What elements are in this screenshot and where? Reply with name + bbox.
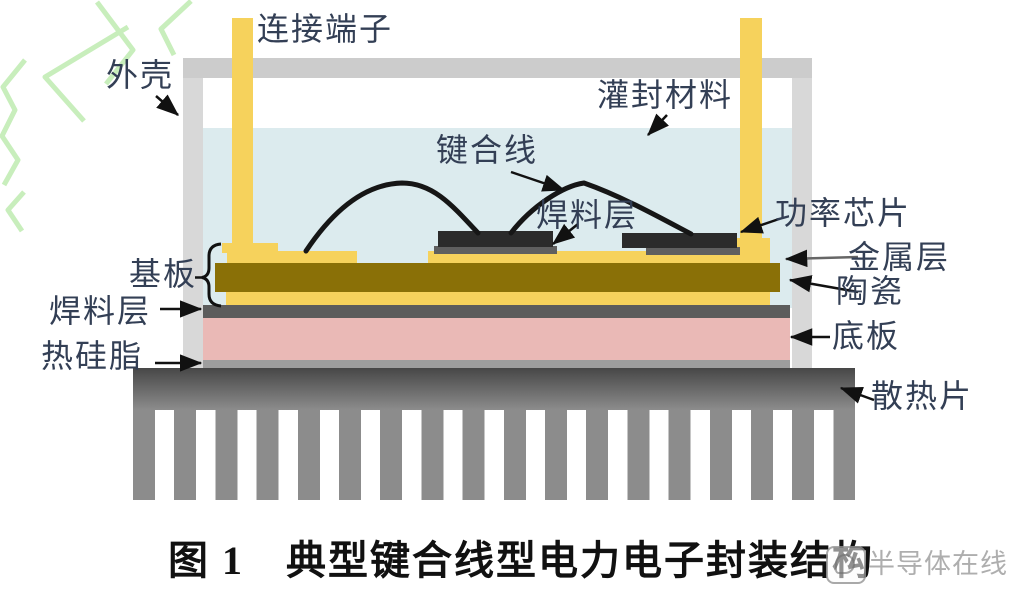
figure-number: 图 1 [168, 538, 244, 583]
label-potting: 灌封材料 [597, 77, 734, 113]
housing-top-wall [183, 58, 812, 78]
layer-ceramic [215, 263, 780, 292]
housing-right-wall [792, 78, 812, 368]
label-heatsink: 散热片 [871, 378, 974, 414]
green-watermark-pattern [0, 0, 193, 233]
housing-arrow [155, 94, 179, 116]
layer-metal-bottom [226, 292, 770, 305]
label-bond-wire: 键合线 [436, 132, 539, 168]
label-metal-layer: 金属层 [848, 239, 951, 275]
housing-left-wall [183, 78, 203, 368]
watermark-text: 半导体在线 [868, 549, 1008, 579]
label-thermal-grease: 热硅脂 [41, 338, 144, 374]
label-power-chip: 功率芯片 [775, 195, 912, 231]
layer-thermal-grease [203, 360, 790, 368]
label-terminal: 连接端子 [257, 11, 394, 47]
caption-title: 典型键合线型电力电子封装结构 [286, 538, 874, 583]
chip1-solder [434, 246, 557, 254]
label-solder-lower: 焊料层 [49, 293, 152, 329]
figure-caption: 图 1 典型键合线型电力电子封装结构 [168, 541, 874, 581]
label-ceramic: 陶瓷 [836, 273, 905, 309]
layer-metal-top-left [227, 251, 357, 263]
heatsink-base [133, 368, 855, 410]
label-baseplate: 底板 [832, 318, 901, 354]
layer-baseplate [203, 318, 790, 360]
label-housing: 外壳 [106, 57, 175, 93]
terminal-left [232, 18, 253, 252]
label-substrate: 基板 [129, 256, 198, 292]
layer-solder-lower [203, 305, 790, 318]
label-solder-upper: 焊料层 [536, 197, 639, 233]
heatsink-fins [133, 410, 855, 500]
watermark-logo-icon [826, 546, 866, 584]
chip2-solder [646, 247, 740, 255]
power-chip-1 [438, 231, 553, 247]
power-chip-2 [622, 233, 737, 248]
terminal-right [740, 18, 762, 252]
